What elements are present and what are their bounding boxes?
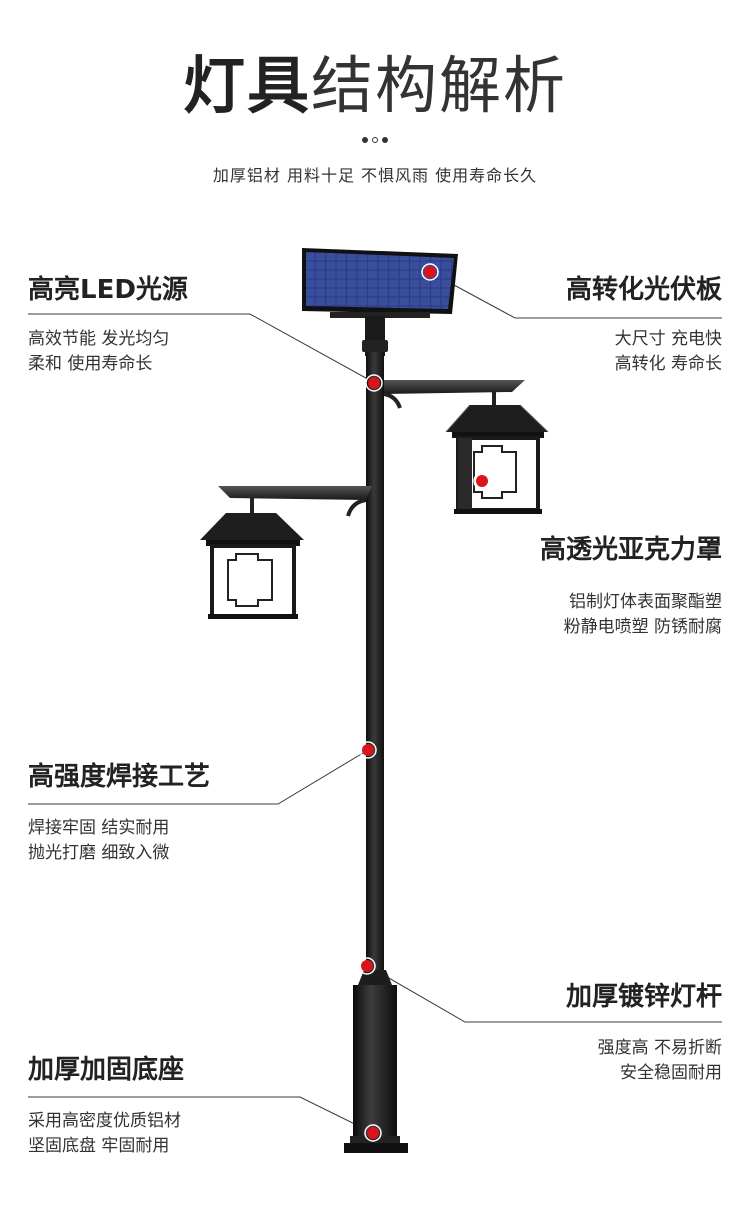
page-title-bold: 灯具 <box>182 49 311 122</box>
dot-icon <box>372 137 378 143</box>
dot-icon <box>382 137 388 143</box>
welding-marker-icon <box>359 741 377 759</box>
led-connector <box>28 313 374 383</box>
solar-title: 高转化光伏板 <box>565 275 722 305</box>
dot-icon <box>362 137 368 143</box>
page-title-light: 结构解析 <box>311 49 568 122</box>
welding-desc-line2: 抛光打磨 细致入微 <box>28 843 170 863</box>
solar-panel <box>302 248 458 318</box>
led-desc-line2: 柔和 使用寿命长 <box>28 354 153 374</box>
base-title: 加厚加固底座 <box>28 1055 185 1085</box>
solar-desc-line1: 大尺寸 充电快 <box>614 329 722 349</box>
left-arm <box>218 486 372 517</box>
callout-markers <box>358 263 491 1142</box>
acrylic-desc-line2: 粉静电喷塑 防锈耐腐 <box>563 617 722 637</box>
page-subtitle: 加厚铝材 用料十足 不惧风雨 使用寿命长久 <box>212 166 538 185</box>
welding-title: 高强度焊接工艺 <box>28 762 211 792</box>
pole-desc-line1: 强度高 不易折断 <box>597 1038 722 1058</box>
decorative-dots <box>360 137 390 145</box>
pole-desc-line2: 安全稳固耐用 <box>620 1063 722 1083</box>
base-marker-icon <box>364 1124 382 1142</box>
acrylic-desc-line1: 铝制灯体表面聚酯塑 <box>569 592 722 612</box>
welding-desc-line1: 焊接牢固 结实耐用 <box>28 818 170 838</box>
right-lantern <box>445 404 549 514</box>
base-connector <box>28 1096 374 1134</box>
base-desc-line2: 坚固底盘 牢固耐用 <box>28 1136 170 1156</box>
page-title: 灯具结构解析 <box>0 46 750 126</box>
left-lantern <box>200 513 304 619</box>
pole-connector <box>367 965 722 1023</box>
pole-title: 加厚镀锌灯杆 <box>565 982 722 1012</box>
base-desc-line1: 采用高密度优质铝材 <box>28 1111 181 1131</box>
pole-marker-icon <box>358 957 376 975</box>
acrylic-title: 高透光亚克力罩 <box>539 535 722 565</box>
acrylic-marker-icon <box>473 472 491 490</box>
led-desc-line1: 高效节能 发光均匀 <box>28 329 170 349</box>
solar-marker-icon <box>421 263 439 281</box>
lamp-pole <box>344 316 408 1153</box>
solar-desc-line2: 高转化 寿命长 <box>614 354 722 374</box>
right-arm <box>383 380 525 409</box>
led-title: 高亮LED光源 <box>28 275 188 305</box>
welding-connector <box>28 749 369 805</box>
led-marker-icon <box>365 374 383 392</box>
solar-connector <box>429 271 722 319</box>
